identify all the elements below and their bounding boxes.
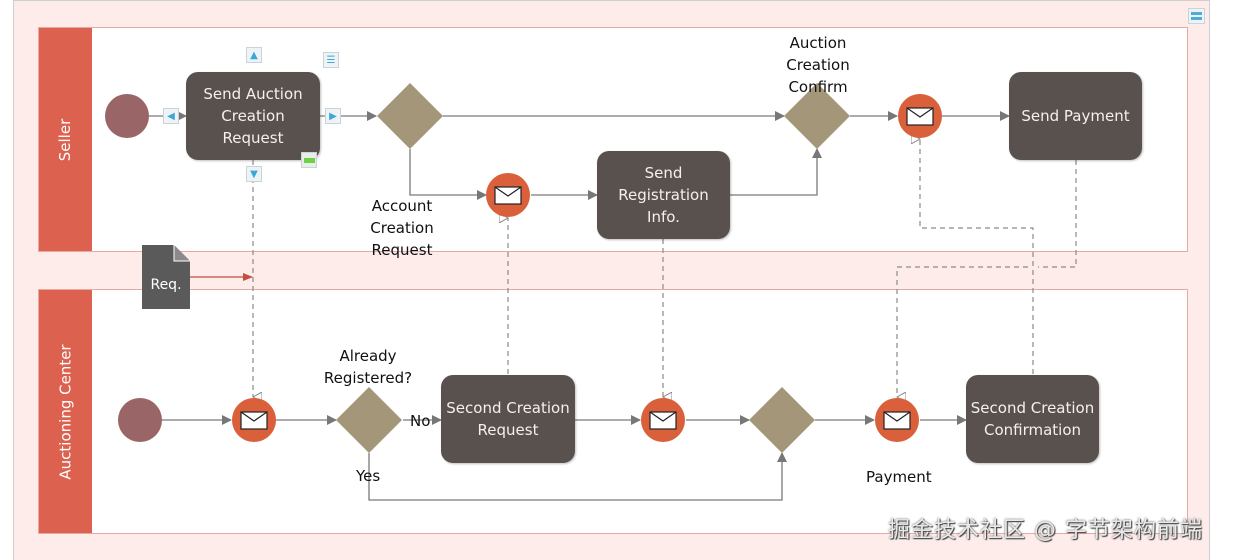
flow-gateway-to-account-msg: [409, 149, 487, 200]
message-event-registration-received: [641, 398, 685, 442]
msgflow-payment-to-center: [897, 160, 1077, 397]
start-event-center: [118, 398, 162, 442]
handle-menu-icon[interactable]: ☰: [323, 52, 339, 68]
handle-arrow-left-icon[interactable]: ◀: [163, 108, 179, 124]
task-second-creation-confirmation[interactable]: Second Creation Confirmation: [966, 375, 1099, 463]
gateway-already-registered: [336, 387, 402, 453]
lane-header-seller[interactable]: Seller: [39, 28, 92, 251]
message-event-payment: [875, 398, 919, 442]
task-send-registration-info[interactable]: Send Registration Info.: [597, 151, 730, 239]
label-no: No: [410, 412, 431, 430]
start-event-seller: [105, 94, 149, 138]
panel-toggle-button[interactable]: [1188, 8, 1205, 24]
label-payment: Payment: [866, 468, 932, 486]
handle-arrow-up-icon[interactable]: ▲: [246, 47, 262, 63]
handle-arrow-down-icon[interactable]: ▼: [246, 166, 262, 182]
data-object-label: Req.: [150, 277, 182, 293]
handle-arrow-right-icon[interactable]: ▶: [325, 108, 341, 124]
message-event-account: [486, 173, 530, 217]
label-auction-creation-confirm: Auction Creation Confirm: [786, 34, 850, 96]
msgflow-confirmation-to-seller: [920, 139, 1034, 374]
label-account-creation-request: Account Creation Request: [370, 197, 434, 259]
task-send-payment[interactable]: Send Payment: [1009, 72, 1142, 160]
lane-header-auctioning-center[interactable]: Auctioning Center: [39, 290, 92, 533]
task-send-auction-creation-request[interactable]: Send Auction Creation Request: [186, 72, 320, 160]
label-yes: Yes: [356, 467, 381, 485]
gateway-auction-creation-confirm: [784, 83, 850, 149]
message-event-request-received: [232, 398, 276, 442]
task-second-creation-request[interactable]: Second Creation Request: [441, 375, 575, 463]
watermark: 掘金技术社区 @ 字节架构前端: [888, 518, 1203, 543]
label-already-registered: Already Registered?: [323, 347, 413, 387]
flow-registration-to-confirm: [730, 148, 822, 196]
flow-yes: [368, 452, 787, 501]
message-event-seller-confirm: [898, 94, 942, 138]
gateway-account-check: [377, 83, 443, 149]
handle-collapse-icon[interactable]: [301, 152, 317, 168]
gateway-merge: [749, 387, 815, 453]
